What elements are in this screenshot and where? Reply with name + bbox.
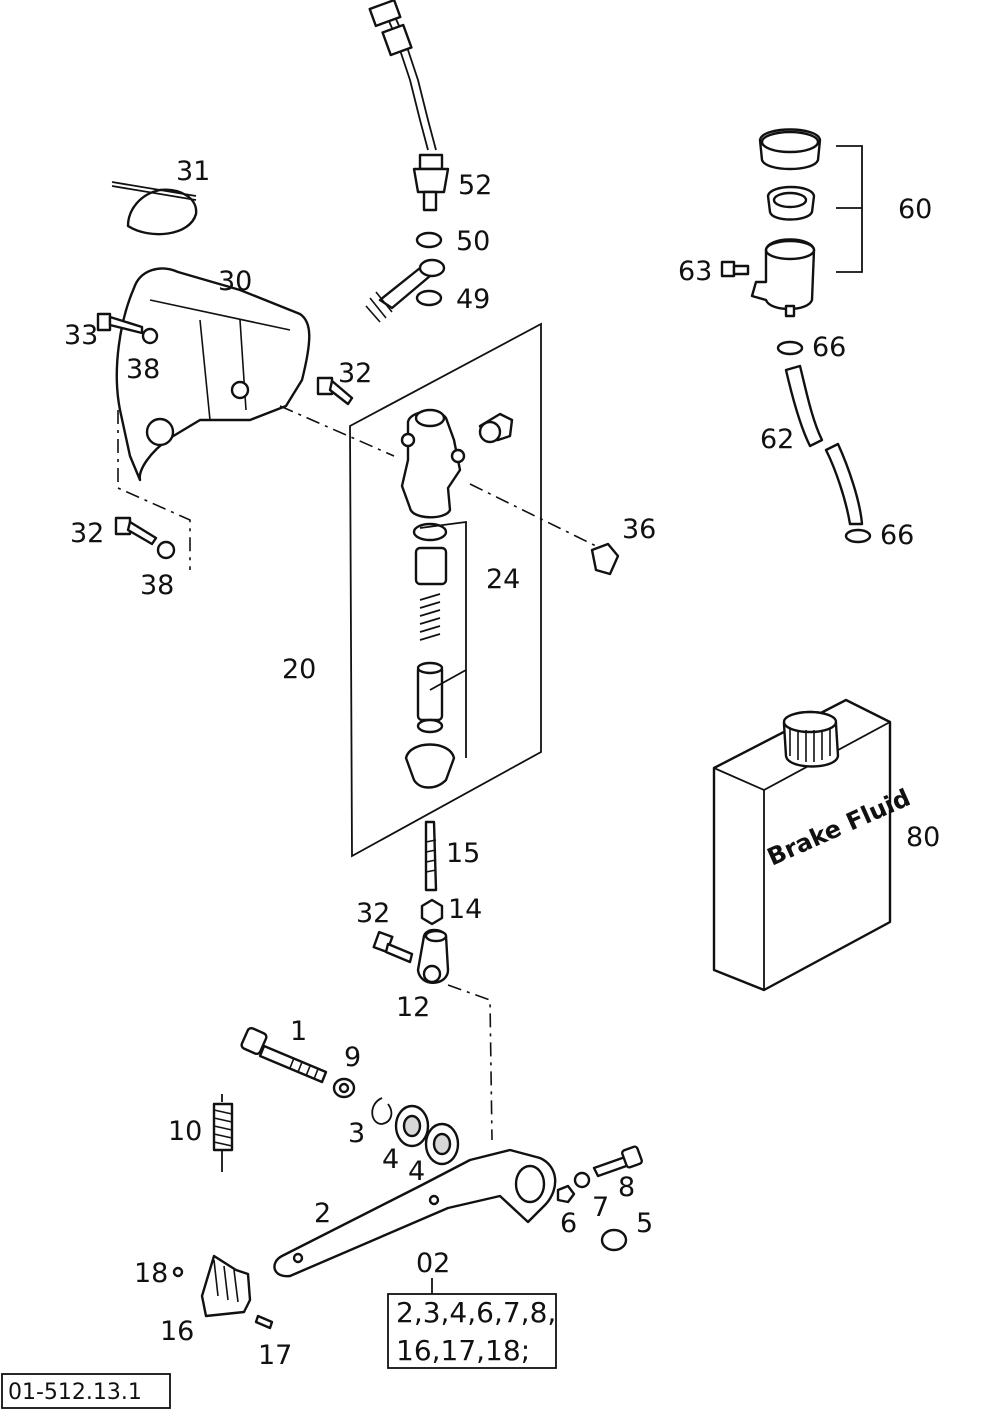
callout-4-right: 4 bbox=[408, 1156, 425, 1187]
brake-light-switch-assembly bbox=[365, 0, 450, 323]
bolt-32-lower bbox=[114, 516, 176, 560]
callout-5: 5 bbox=[636, 1208, 653, 1239]
bolt-32-upper bbox=[316, 376, 354, 406]
callout-30: 30 bbox=[218, 266, 252, 297]
callout-50: 50 bbox=[456, 226, 490, 257]
callout-33: 33 bbox=[64, 320, 98, 351]
callout-2: 2 bbox=[314, 1198, 331, 1229]
kit-contents-box: 2,3,4,6,7,8, 16,17,18; bbox=[387, 1278, 557, 1369]
kit-contents-line-1: 2,3,4,6,7,8, bbox=[396, 1296, 556, 1329]
callout-80: 80 bbox=[906, 822, 940, 853]
callout-31: 31 bbox=[176, 156, 210, 187]
callout-32-upper: 32 bbox=[338, 358, 372, 389]
callout-15: 15 bbox=[446, 838, 480, 869]
nut-36 bbox=[590, 542, 620, 576]
callout-14: 14 bbox=[448, 894, 482, 925]
callout-4-left: 4 bbox=[382, 1144, 399, 1175]
brake-fluid-reservoir bbox=[720, 128, 872, 544]
callout-38-lower: 38 bbox=[140, 570, 174, 601]
drawing-reference: 01-512.13.1 bbox=[8, 1380, 142, 1405]
callout-32-lower: 32 bbox=[70, 518, 104, 549]
callout-8: 8 bbox=[618, 1172, 635, 1203]
callout-18: 18 bbox=[134, 1258, 168, 1289]
callout-12: 12 bbox=[396, 992, 430, 1023]
bolt-33 bbox=[96, 312, 159, 345]
callout-60: 60 bbox=[898, 194, 932, 225]
callout-24: 24 bbox=[486, 564, 520, 595]
callout-38-upper: 38 bbox=[126, 354, 160, 385]
callout-17: 17 bbox=[258, 1340, 292, 1371]
brake-pedal-assembly bbox=[172, 1026, 643, 1330]
callout-20: 20 bbox=[282, 654, 316, 685]
callout-32-middle: 32 bbox=[356, 898, 390, 929]
callout-10: 10 bbox=[168, 1116, 202, 1147]
cable-tie bbox=[111, 181, 198, 236]
callout-66-upper: 66 bbox=[812, 332, 846, 363]
callout-7: 7 bbox=[592, 1192, 609, 1223]
callout-62: 62 bbox=[760, 424, 794, 455]
callout-02: 02 bbox=[416, 1248, 450, 1279]
callout-1: 1 bbox=[290, 1016, 307, 1047]
callout-16: 16 bbox=[160, 1316, 194, 1347]
callout-9: 9 bbox=[344, 1042, 361, 1073]
push-rod-assembly bbox=[372, 820, 450, 984]
heel-guard bbox=[115, 267, 311, 482]
kit-contents-line-2: 16,17,18; bbox=[396, 1334, 530, 1367]
callout-63: 63 bbox=[678, 256, 712, 287]
callout-52: 52 bbox=[458, 170, 492, 201]
master-cylinder-assembly bbox=[349, 322, 542, 858]
callout-36: 36 bbox=[622, 514, 656, 545]
callout-66-lower: 66 bbox=[880, 520, 914, 551]
callout-6: 6 bbox=[560, 1208, 577, 1239]
brake-fluid-container: Brake Fluid bbox=[712, 698, 915, 992]
callout-49: 49 bbox=[456, 284, 490, 315]
drawing-reference-box: 01-512.13.1 bbox=[1, 1373, 171, 1409]
callout-3: 3 bbox=[348, 1118, 365, 1149]
